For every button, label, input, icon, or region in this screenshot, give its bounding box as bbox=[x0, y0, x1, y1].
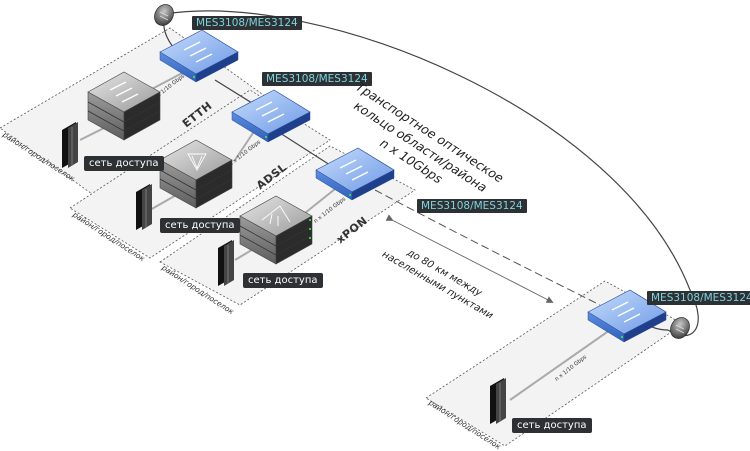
access-network-label-adsl: сеть доступа bbox=[160, 218, 240, 233]
link-xpon-remote bbox=[374, 189, 601, 306]
switch-arrows-icon bbox=[339, 159, 369, 181]
access-network-label-xpon: сеть доступа bbox=[243, 273, 323, 288]
aggregation-switch-xpon[interactable] bbox=[315, 147, 395, 201]
access-network-label-etth: сеть доступа bbox=[84, 156, 164, 171]
ring-node-top bbox=[154, 4, 174, 26]
switch-model-tag-adsl: MES3108/MES3124 bbox=[262, 72, 372, 86]
switch-arrows-icon bbox=[611, 301, 641, 323]
aggregation-switch-remote[interactable] bbox=[587, 289, 667, 343]
building-icon-adsl bbox=[136, 184, 152, 230]
aggregation-switch-etth[interactable] bbox=[159, 29, 239, 83]
olt-splitter-icon bbox=[261, 205, 291, 226]
switch-model-tag-etth: MES3108/MES3124 bbox=[192, 16, 302, 30]
ring-node-bottom bbox=[670, 317, 690, 339]
olt-stack[interactable] bbox=[239, 195, 313, 265]
building-icon-xpon bbox=[218, 240, 234, 286]
uplink-adsl bbox=[234, 129, 256, 161]
switch-arrows-icon bbox=[255, 101, 285, 123]
uplink-remote bbox=[509, 329, 611, 401]
switch-arrows-icon bbox=[183, 41, 213, 63]
building-icon-etth bbox=[62, 122, 78, 168]
dslam-stack[interactable] bbox=[159, 139, 233, 209]
link-adsl-xpon bbox=[279, 132, 331, 166]
building-icon-remote bbox=[490, 378, 506, 424]
access-network-label-remote: сеть доступа bbox=[512, 418, 592, 433]
dslam-icon bbox=[187, 153, 207, 171]
etth-switch-stack[interactable] bbox=[87, 71, 161, 141]
aggregation-switch-adsl[interactable] bbox=[231, 89, 311, 143]
switch-model-tag-remote: MES3108/MES3124 bbox=[647, 291, 750, 305]
switch-model-tag-xpon: MES3108/MES3124 bbox=[417, 199, 527, 213]
distance-arrow bbox=[385, 214, 554, 303]
switch-arrows-icon bbox=[109, 81, 139, 103]
